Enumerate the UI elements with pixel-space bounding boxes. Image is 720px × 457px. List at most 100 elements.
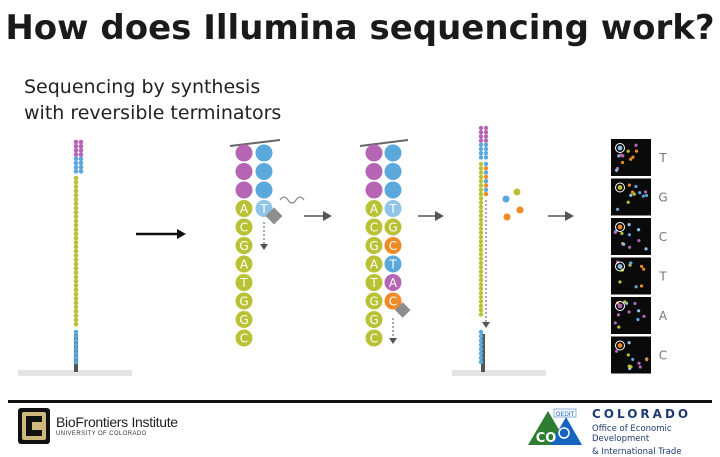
- cluster-dot: [633, 301, 637, 306]
- template-base: [365, 200, 383, 217]
- insert-bead: [73, 210, 79, 215]
- tracked-cluster: [617, 224, 623, 230]
- subtitle-line-1: Sequencing by synthesis: [24, 76, 261, 98]
- template-base-letter: C: [240, 221, 248, 235]
- template-base-letter: A: [370, 258, 379, 272]
- template-bead: [478, 243, 484, 248]
- template-base: [235, 237, 253, 254]
- adapter-bead: [365, 181, 383, 199]
- template-bead: [478, 269, 484, 274]
- template-bead: [478, 299, 484, 304]
- incorporated-base-letter: C: [389, 295, 397, 309]
- base-call: T: [658, 151, 667, 165]
- adapter-bead: [384, 144, 402, 162]
- template-base: [365, 237, 383, 254]
- read-bead: [483, 183, 489, 188]
- adapter-bead: [255, 144, 273, 162]
- cleaved-strand: [452, 125, 546, 376]
- insert-bead: [73, 270, 79, 275]
- template-bead: [478, 204, 484, 210]
- template-bead: [478, 187, 484, 192]
- base-call: G: [658, 191, 667, 205]
- adapter-bead: [478, 134, 484, 139]
- template-bead: [478, 161, 484, 167]
- template-bead: [478, 286, 484, 291]
- adapter-bead: [73, 139, 79, 145]
- tracked-cluster: [617, 343, 623, 348]
- template-bead: [478, 290, 484, 296]
- state-name: COLORADO: [592, 407, 692, 421]
- insert-bead: [73, 304, 79, 310]
- read-bead: [483, 161, 489, 167]
- incorporated-base: [384, 255, 402, 273]
- cluster-dot: [641, 194, 645, 198]
- extension-arrowhead: [389, 338, 397, 344]
- cluster-dot: [644, 193, 649, 198]
- cluster-dot: [637, 361, 641, 365]
- template-base: [235, 329, 253, 347]
- template-base: [365, 311, 383, 328]
- cu-logo: [18, 408, 50, 444]
- flowcell-surface: [452, 370, 546, 376]
- flowcell-surface: [18, 370, 132, 376]
- arrow-head: [323, 211, 332, 221]
- slide-title: How does Illumina sequencing work?: [5, 8, 715, 48]
- template-base: [235, 255, 253, 273]
- incorporated-base-letter: T: [388, 258, 397, 272]
- adapter-bead: [478, 155, 484, 160]
- template-base-letter: A: [240, 202, 249, 216]
- adapter-strand: [18, 139, 132, 376]
- template-bead: [478, 230, 484, 235]
- tracked-cluster-ring: [615, 301, 625, 311]
- adapter-bead: [235, 163, 253, 180]
- adapter-bead: [384, 181, 402, 199]
- tracked-cluster-ring: [615, 261, 625, 272]
- insert-bead: [73, 223, 79, 228]
- base-call: T: [658, 270, 667, 284]
- template-bead: [478, 312, 484, 317]
- template-bead: [478, 234, 484, 240]
- cluster-dot: [628, 366, 632, 371]
- insert-bead: [73, 283, 79, 288]
- template-bead: [478, 196, 484, 201]
- insert-bead: [73, 266, 79, 271]
- insert-bead: [73, 197, 79, 202]
- adapter-bead: [478, 347, 484, 352]
- base-call: A: [659, 309, 668, 323]
- insert-bead: [73, 287, 79, 293]
- process-arrow: [418, 211, 444, 221]
- template-base-letter: T: [369, 276, 378, 290]
- tracked-cluster: [617, 303, 623, 309]
- adapter-bead: [73, 152, 79, 157]
- insert-bead: [73, 274, 79, 280]
- cluster-dot: [626, 200, 630, 204]
- office-line-2: & International Trade: [592, 447, 682, 457]
- insert-bead: [73, 244, 79, 250]
- process-arrow: [136, 229, 186, 239]
- template-base-letter: G: [369, 239, 378, 253]
- cluster-dot: [630, 190, 635, 194]
- base-call: C: [659, 349, 667, 363]
- cluster-dot: [632, 192, 636, 196]
- insert-bead: [73, 248, 79, 254]
- incorporated-base: [384, 237, 402, 254]
- adapter-bead: [73, 148, 79, 153]
- process-arrow: [304, 211, 332, 221]
- adapter-bead: [478, 334, 484, 339]
- adapter-bead: [73, 346, 79, 352]
- template-bead: [478, 295, 484, 300]
- cluster-dot: [638, 365, 642, 369]
- template-bead: [478, 200, 484, 205]
- template-bead: [478, 213, 484, 218]
- tracked-cluster-ring: [615, 222, 625, 232]
- arrow-head: [177, 229, 186, 239]
- adapter-bead: [73, 342, 79, 348]
- template-bead: [478, 282, 484, 287]
- insert-bead: [73, 261, 79, 267]
- adapter-bead: [78, 164, 84, 170]
- subtitle-line-2: with reversible terminators: [24, 102, 282, 124]
- template-base: [235, 311, 253, 328]
- template-bead: [478, 217, 484, 223]
- read-bead: [483, 187, 489, 192]
- adapter-bead: [478, 342, 484, 348]
